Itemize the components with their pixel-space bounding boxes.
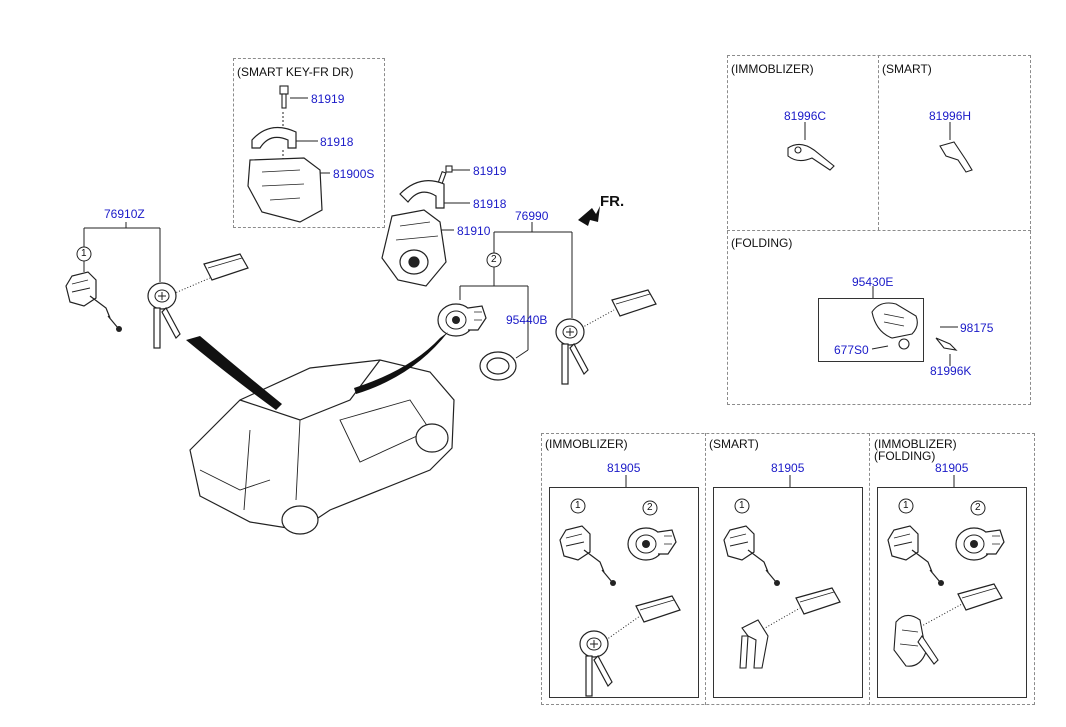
marker-1: 1 — [81, 248, 87, 259]
kit-frame-smart — [713, 487, 863, 698]
part-number-81918[interactable]: 81918 — [320, 135, 354, 149]
kit-frame-immobilizer-folding — [877, 487, 1027, 698]
part-number-81905[interactable]: 81905 — [935, 461, 969, 475]
kit-frame-immobilizer — [549, 487, 699, 698]
folding-key-icon — [893, 614, 939, 667]
leader-lines — [83, 97, 963, 641]
part-number-81996c[interactable]: 81996C — [784, 109, 827, 123]
group-label-smart: (SMART) — [882, 62, 932, 76]
marker-1: 1 — [903, 500, 909, 511]
pointer-arrow-right — [354, 332, 448, 394]
part-number-81996k[interactable]: 81996K — [930, 364, 972, 378]
immobilizer-key-icon — [787, 143, 835, 171]
part-number-98175[interactable]: 98175 — [960, 321, 994, 335]
ignition-lock-icon — [437, 303, 487, 337]
front-direction-label: FR. — [600, 193, 625, 210]
marker-2: 2 — [975, 502, 981, 513]
folding-key-icon — [871, 302, 958, 351]
smart-emergency-key-icon — [739, 619, 769, 669]
flip-key-icon — [147, 282, 181, 349]
fr-door-module-icon — [247, 157, 323, 223]
part-number-81919[interactable]: 81919 — [473, 164, 507, 178]
marker-2: 2 — [491, 254, 497, 265]
smart-emergency-key-icon — [939, 141, 973, 173]
flip-key-icon — [555, 318, 589, 385]
folding-key-frame — [818, 298, 924, 362]
group-label-smart-key-fr-dr: (SMART KEY-FR DR) — [237, 65, 354, 79]
group-label-folding: (FOLDING) — [874, 449, 936, 463]
part-number-95430e[interactable]: 95430E — [852, 275, 894, 289]
part-number-81919[interactable]: 81919 — [311, 92, 345, 106]
part-number-76910z[interactable]: 76910Z — [104, 207, 145, 221]
vehicle-icon — [189, 359, 455, 535]
bracket-icon — [251, 126, 445, 209]
remote-fob-icon — [203, 253, 249, 281]
part-number-81996h[interactable]: 81996H — [929, 109, 972, 123]
immobilizer-ring-icon — [479, 351, 517, 381]
group-label-immobilizer: (IMMOBLIZER) — [545, 437, 628, 451]
part-number-76990[interactable]: 76990 — [515, 209, 549, 223]
group-divider — [878, 55, 879, 230]
ignition-housing-icon — [381, 209, 447, 287]
group-frame-81905 — [541, 433, 1035, 705]
part-number-677s0[interactable]: 677S0 — [834, 343, 869, 357]
marker-1: 1 — [739, 500, 745, 511]
part-number-81900s[interactable]: 81900S — [333, 167, 375, 181]
marker-circles — [76, 246, 986, 516]
marker-2: 2 — [647, 502, 653, 513]
group-divider — [869, 433, 870, 705]
group-frame-smart-key-fr-dr — [233, 58, 385, 228]
group-label-smart: (SMART) — [709, 437, 759, 451]
group-label-immobilizer: (IMMOBLIZER) — [874, 437, 957, 451]
marker-1: 1 — [575, 500, 581, 511]
group-label-folding: (FOLDING) — [731, 236, 793, 250]
remote-fob-icon — [611, 289, 657, 317]
group-divider — [705, 433, 706, 705]
part-number-81918[interactable]: 81918 — [473, 197, 507, 211]
group-label-immobilizer: (IMMOBLIZER) — [731, 62, 814, 76]
pointer-arrow-left — [186, 336, 282, 410]
key-cylinder-icon — [65, 271, 123, 333]
group-divider — [727, 230, 1031, 231]
part-number-95440b[interactable]: 95440B — [506, 313, 548, 327]
part-number-81905[interactable]: 81905 — [771, 461, 805, 475]
part-number-81910[interactable]: 81910 — [457, 224, 491, 238]
direction-arrow-icon — [578, 206, 600, 226]
part-number-81905[interactable]: 81905 — [607, 461, 641, 475]
